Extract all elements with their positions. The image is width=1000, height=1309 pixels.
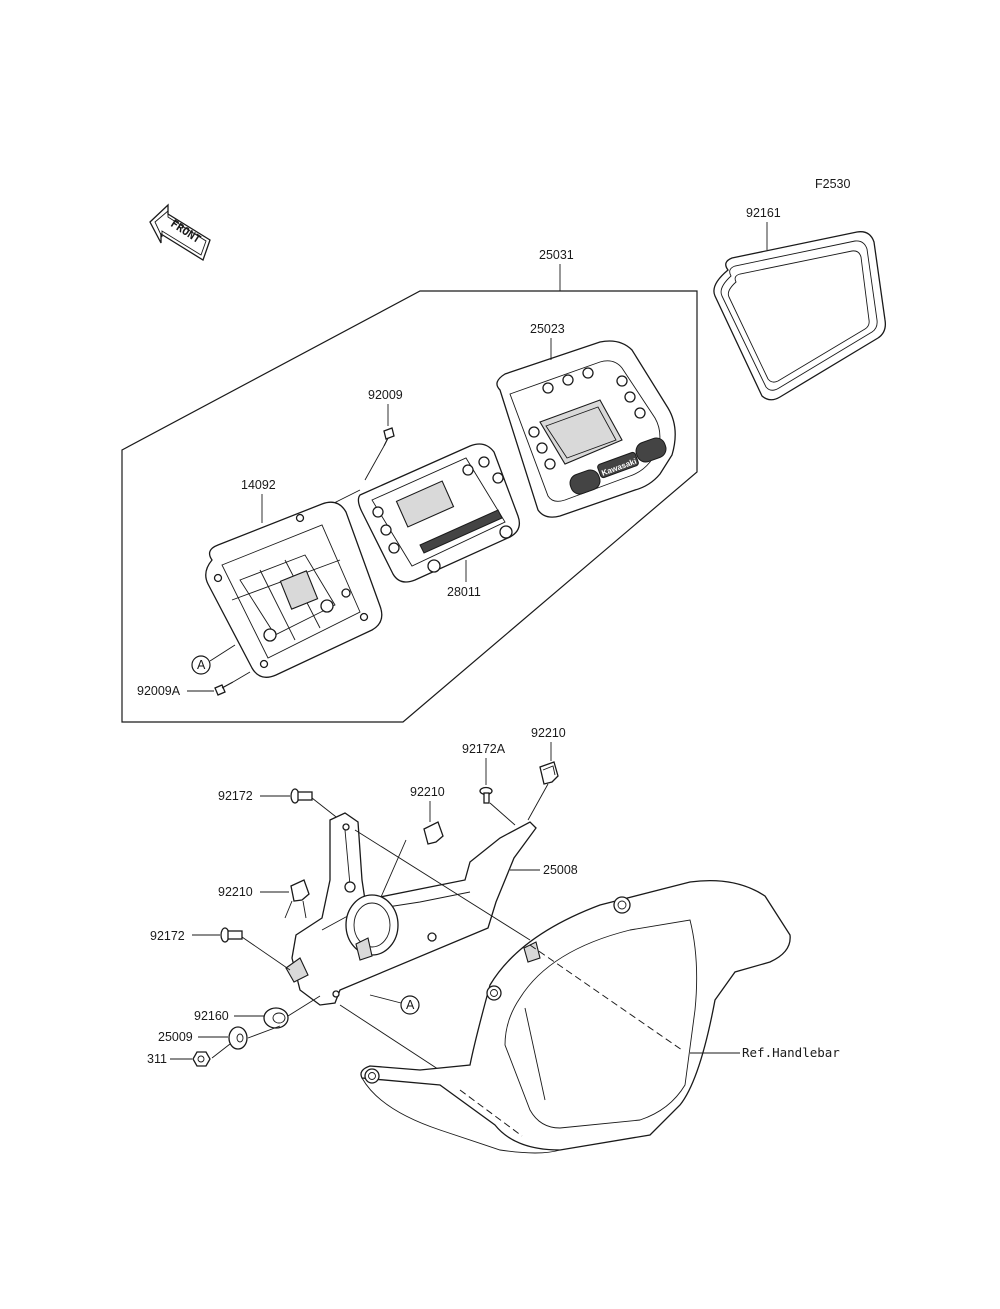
- label-92210-left: 92210: [218, 885, 253, 899]
- label-92009: 92009: [368, 388, 403, 402]
- bolt-92172-left: [220, 927, 243, 943]
- label-92210-mid: 92210: [410, 785, 445, 799]
- front-arrow-icon: FRONT: [149, 203, 211, 261]
- callout-a-upper-text: A: [197, 658, 206, 672]
- label-28011: 28011: [447, 585, 481, 599]
- bracket-25008: [285, 812, 537, 1006]
- handlebar-cover-reference: [360, 879, 791, 1154]
- gasket-ring-92161: [713, 231, 886, 401]
- figure-id: F2530: [815, 177, 850, 191]
- label-92009a: 92009A: [137, 684, 181, 698]
- label-92172a: 92172A: [462, 742, 506, 756]
- leader-92172-top-to-bracket: [311, 797, 341, 821]
- clip-92210-left: [284, 879, 310, 919]
- grommet-92160: [263, 1007, 289, 1029]
- callout-a-lower: A: [369, 994, 420, 1015]
- clip-92210-mid: [423, 821, 444, 845]
- leader-92172-left-to-bracket: [241, 936, 291, 971]
- callout-a-lower-text: A: [406, 998, 415, 1012]
- leader-92210-top-to-bracket: [527, 783, 549, 821]
- dashed-link-upper: [529, 944, 683, 1051]
- bolt-92172a: [479, 786, 493, 804]
- label-25023: 25023: [530, 322, 565, 336]
- label-92172-left: 92172: [150, 929, 185, 943]
- leader-92172a-to-bracket: [489, 802, 516, 826]
- meter-housing-25023: Kawasaki: [496, 340, 676, 518]
- label-92160: 92160: [194, 1009, 229, 1023]
- circuit-board-28011: [357, 443, 521, 583]
- nut-311: [192, 1051, 211, 1067]
- label-92210-top: 92210: [531, 726, 566, 740]
- bolt-92172-top: [290, 788, 313, 804]
- label-311: 311: [147, 1052, 167, 1066]
- label-14092: 14092: [241, 478, 276, 492]
- washer-25009: [228, 1026, 248, 1050]
- label-25031: 25031: [539, 248, 574, 262]
- callout-a-upper: A: [191, 644, 236, 675]
- meter-case-14092: [205, 501, 383, 678]
- label-25008: 25008: [543, 863, 578, 877]
- assembly-frame-25031: [121, 290, 698, 723]
- screw-92009a: [214, 671, 251, 696]
- label-ref-handlebar: Ref.Handlebar: [742, 1045, 840, 1060]
- label-25009: 25009: [158, 1030, 193, 1044]
- label-92161: 92161: [746, 206, 781, 220]
- screw-92009: [383, 427, 395, 447]
- dashed-link-lower: [459, 1089, 523, 1137]
- clip-92210-top: [539, 761, 559, 785]
- leader-92009-to-board: [364, 445, 385, 481]
- label-92172-top: 92172: [218, 789, 253, 803]
